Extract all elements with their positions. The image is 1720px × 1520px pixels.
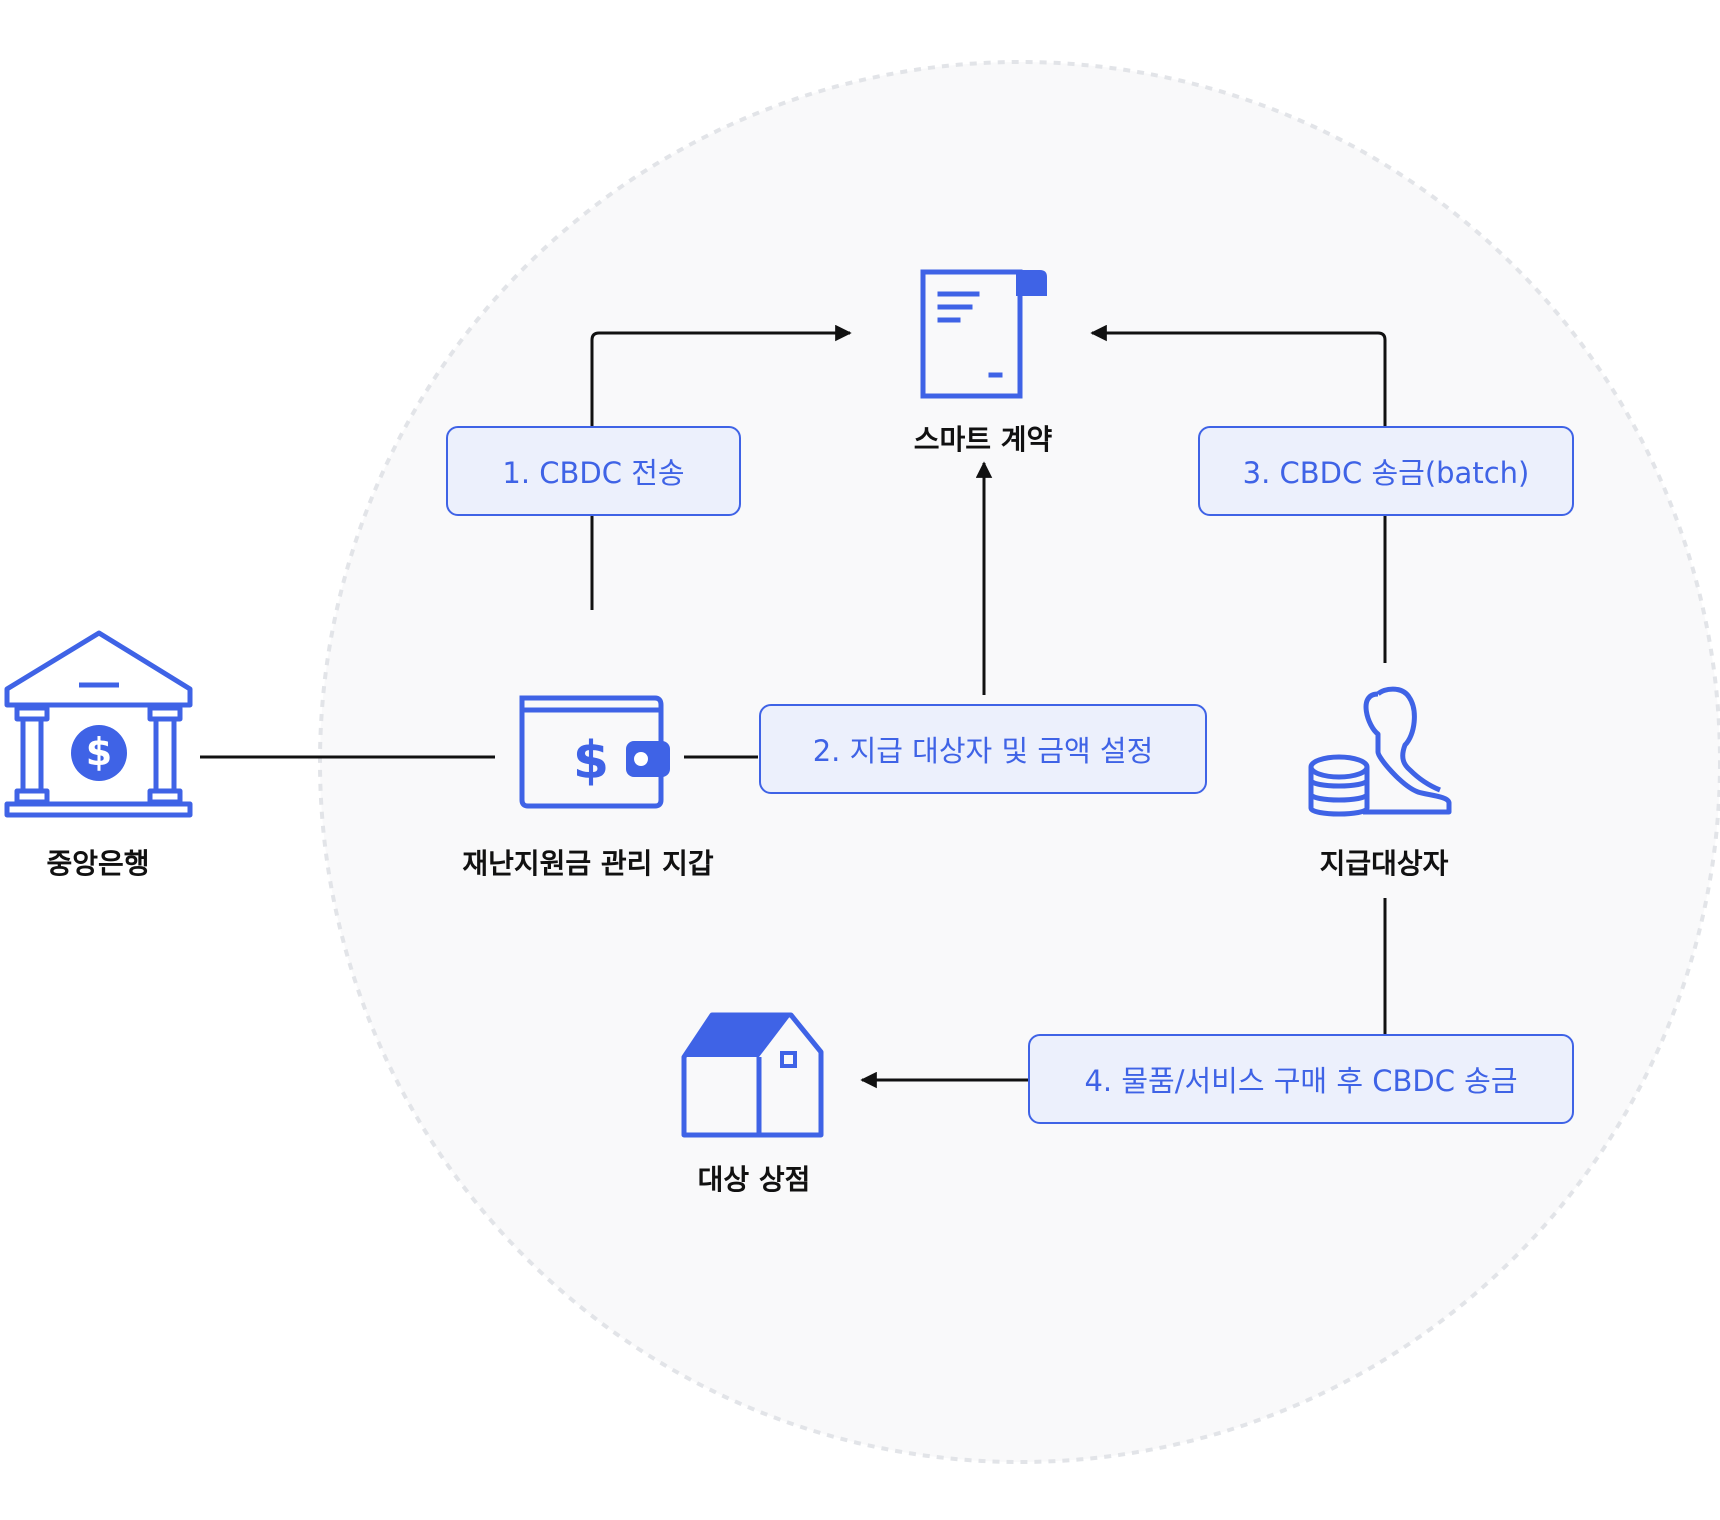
- central-bank-label: 중앙은행: [46, 847, 150, 880]
- step-2-box: 2. 지급 대상자 및 금액 설정: [759, 704, 1207, 794]
- user-coins-icon: [1308, 686, 1452, 817]
- recipient-label: 지급대상자: [1319, 847, 1449, 880]
- contract-document-icon: [920, 269, 1047, 399]
- step-3-box: 3. CBDC 송금(batch): [1198, 426, 1574, 516]
- store-label: 대상 상점: [697, 1163, 811, 1196]
- smart-contract-label: 스마트 계약: [913, 423, 1053, 456]
- step-4-box: 4. 물품/서비스 구매 후 CBDC 송금: [1028, 1034, 1574, 1124]
- connector-step1-to-contract: [590, 324, 852, 610]
- connector-step3-to-contract: [1090, 324, 1387, 663]
- bank-icon: $: [4, 630, 193, 818]
- svg-text:$: $: [86, 730, 112, 774]
- wallet-icon: $: [519, 695, 670, 809]
- connectors: [200, 324, 1387, 1089]
- wallet-label: 재난지원금 관리 지갑: [462, 847, 714, 880]
- store-icon: [681, 1012, 824, 1138]
- step-1-box: 1. CBDC 전송: [446, 426, 741, 516]
- svg-text:$: $: [573, 731, 609, 791]
